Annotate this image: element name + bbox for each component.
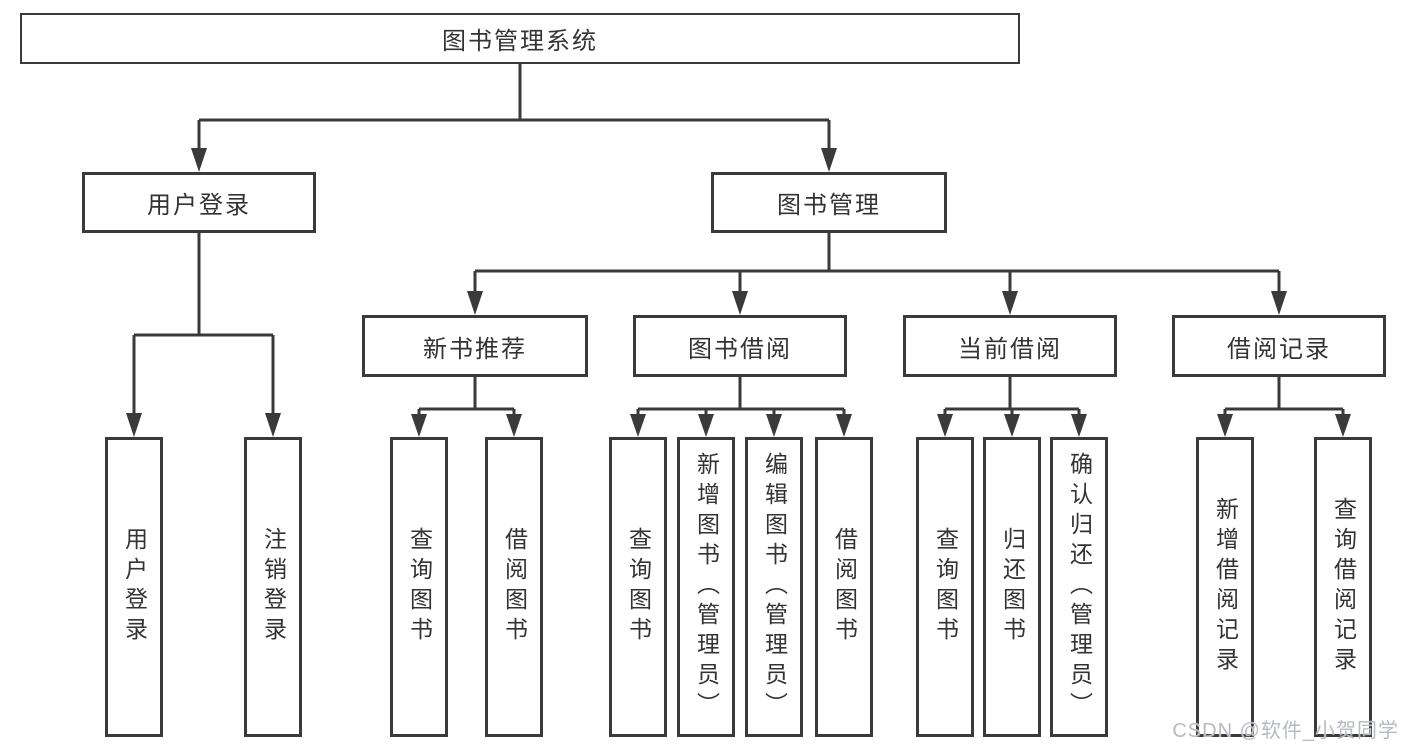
leaf-label: 新增借阅记录 [1212, 497, 1239, 677]
leaf-label: 注销登录 [260, 527, 287, 647]
leaf-label: 编辑图书（管理员） [761, 452, 788, 722]
leaf-recommend-query-books: 查询图书 [390, 437, 448, 737]
node-library-management-system: 图书管理系统 [20, 13, 1020, 64]
leaf-user-login: 用户登录 [105, 437, 163, 737]
leaf-borrow-query-books: 查询图书 [609, 437, 667, 737]
leaf-records-add-borrow-record: 新增借阅记录 [1196, 437, 1254, 737]
node-current-borrow: 当前借阅 [903, 315, 1117, 377]
watermark: CSDN @软件_小贺同学 [1172, 720, 1399, 742]
leaf-borrow-borrow-books: 借阅图书 [815, 437, 873, 737]
node-book-borrow: 图书借阅 [633, 315, 847, 377]
node-label: 用户登录 [147, 192, 251, 219]
leaf-records-query-borrow-record: 查询借阅记录 [1314, 437, 1372, 737]
node-label: 图书管理 [777, 192, 881, 219]
leaf-label: 查询图书 [406, 527, 433, 647]
leaf-logout: 注销登录 [244, 437, 302, 737]
leaf-label: 查询图书 [932, 527, 959, 647]
leaf-current-confirm-return-admin: 确认归还（管理员） [1050, 437, 1108, 737]
leaf-label: 借阅图书 [501, 527, 528, 647]
leaf-label: 用户登录 [121, 527, 148, 647]
leaf-current-return-books: 归还图书 [983, 437, 1041, 737]
node-borrow-records: 借阅记录 [1172, 315, 1386, 377]
node-label: 图书管理系统 [442, 28, 598, 55]
leaf-borrow-add-books-admin: 新增图书（管理员） [677, 437, 735, 737]
leaf-label: 查询借阅记录 [1330, 497, 1357, 677]
leaf-borrow-edit-books-admin: 编辑图书（管理员） [745, 437, 803, 737]
leaf-label: 确认归还（管理员） [1066, 452, 1093, 722]
leaf-label: 新增图书（管理员） [693, 452, 720, 722]
node-label: 图书借阅 [688, 335, 792, 363]
node-label: 新书推荐 [423, 335, 527, 363]
node-new-book-recommend: 新书推荐 [362, 315, 588, 377]
leaf-recommend-borrow-books: 借阅图书 [485, 437, 543, 737]
node-book-management: 图书管理 [711, 172, 947, 233]
leaf-current-query-books: 查询图书 [916, 437, 974, 737]
leaf-label: 查询图书 [625, 527, 652, 647]
node-label: 借阅记录 [1227, 335, 1331, 363]
leaf-label: 借阅图书 [831, 527, 858, 647]
node-label: 当前借阅 [958, 335, 1062, 363]
leaf-label: 归还图书 [999, 527, 1026, 647]
node-user-login: 用户登录 [82, 172, 316, 233]
